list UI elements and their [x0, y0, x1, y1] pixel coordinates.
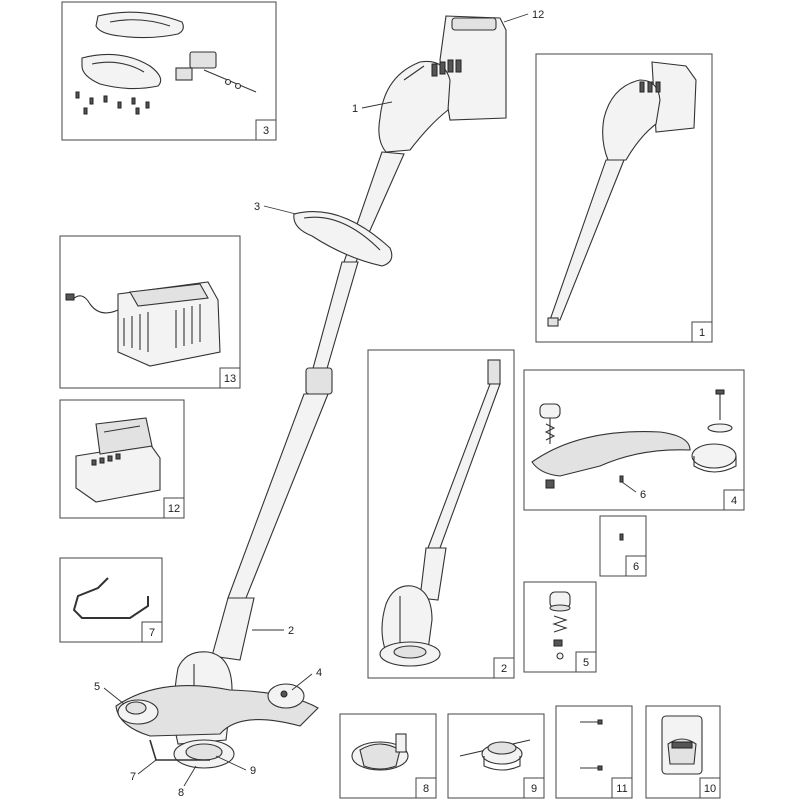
box-8-spool-cover[interactable]: 8 — [339, 713, 437, 799]
svg-text:4: 4 — [316, 667, 322, 679]
svg-text:3: 3 — [254, 201, 260, 213]
box-13-charger[interactable]: 13 — [59, 235, 241, 389]
box-12-label: 12 — [168, 503, 180, 515]
box-4-guard-assembly[interactable]: 6 4 — [523, 369, 745, 511]
callout-8: 8 — [178, 765, 197, 799]
callout-7: 7 — [130, 759, 157, 783]
box-5-label: 5 — [583, 657, 589, 669]
svg-text:5: 5 — [94, 681, 100, 693]
box-1-handle-shaft[interactable]: 1 — [535, 53, 713, 343]
callout-5: 5 — [94, 681, 125, 705]
box-9-label: 9 — [531, 783, 537, 795]
box-2-label: 2 — [501, 663, 507, 675]
box-12-battery[interactable]: 12 — [59, 399, 185, 519]
box-6-label: 6 — [633, 561, 639, 573]
box-10-label: 10 — [704, 783, 716, 795]
svg-text:2: 2 — [288, 625, 294, 637]
box-1-label: 1 — [699, 327, 705, 339]
main-trimmer-assembly — [115, 15, 507, 769]
box-4-label: 4 — [731, 495, 737, 507]
box-7-label: 7 — [149, 627, 155, 639]
callout-6: 6 — [640, 489, 646, 501]
callout-9: 9 — [215, 755, 256, 777]
box-3-label: 3 — [263, 125, 269, 137]
box-7-wire-guard[interactable]: 7 — [59, 557, 163, 643]
callout-3: 3 — [254, 201, 297, 215]
callout-12: 12 — [503, 9, 544, 23]
box-3-handle-kit[interactable]: 3 — [61, 1, 277, 141]
box-6-screw[interactable]: 6 — [599, 515, 647, 577]
box-8-label: 8 — [423, 783, 429, 795]
box-9-spool[interactable]: 9 — [447, 713, 545, 799]
svg-text:9: 9 — [250, 765, 256, 777]
svg-text:7: 7 — [130, 771, 136, 783]
box-2-lower-shaft-motor[interactable]: 2 — [367, 349, 515, 679]
svg-text:1: 1 — [352, 103, 358, 115]
callout-2: 2 — [252, 625, 294, 637]
box-11-pins[interactable]: 11 — [555, 705, 633, 799]
box-13-label: 13 — [224, 373, 236, 385]
svg-text:12: 12 — [532, 9, 544, 21]
box-11-label: 11 — [616, 783, 627, 795]
box-10-latch-plate[interactable]: 10 — [645, 705, 721, 799]
svg-text:8: 8 — [178, 787, 184, 799]
callout-1: 1 — [352, 101, 393, 115]
callout-4: 4 — [291, 667, 322, 691]
box-5-knob-spring[interactable]: 5 — [523, 581, 597, 673]
